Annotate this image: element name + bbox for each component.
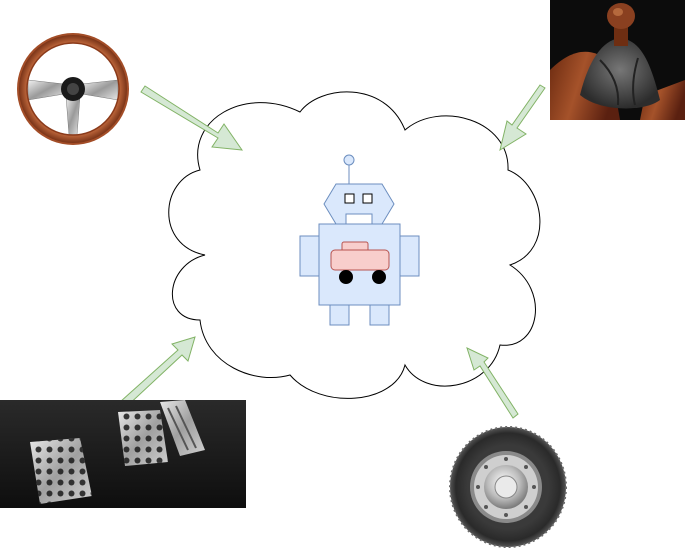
car-wheel-right <box>372 270 386 284</box>
arrow-from-steering-wheel <box>140 85 244 151</box>
car-body <box>330 249 390 271</box>
tire-icon <box>449 426 567 548</box>
robot-leg-right <box>369 304 390 326</box>
tire-image <box>448 425 573 550</box>
car <box>330 241 390 284</box>
arrow-from-tire <box>466 347 519 419</box>
pedals-image <box>0 400 246 508</box>
gear-shifter-image <box>550 0 685 120</box>
robot-eye-right <box>362 193 373 204</box>
pedals-icon <box>0 400 246 508</box>
robot-leg-left <box>329 304 350 326</box>
robot-antenna <box>343 154 355 166</box>
arrows <box>119 84 546 419</box>
arrow-from-pedals <box>119 336 196 409</box>
steering-wheel-image <box>14 30 132 148</box>
steering-wheel-icon <box>17 33 129 145</box>
gear-shifter-icon <box>550 0 685 120</box>
robot-arm-right <box>399 235 420 277</box>
arrow-from-gear-shifter <box>499 84 546 152</box>
robot-eye-left <box>344 193 355 204</box>
car-wheel-left <box>339 270 353 284</box>
robot-mouth <box>345 213 373 225</box>
robot-arm-left <box>299 235 320 277</box>
